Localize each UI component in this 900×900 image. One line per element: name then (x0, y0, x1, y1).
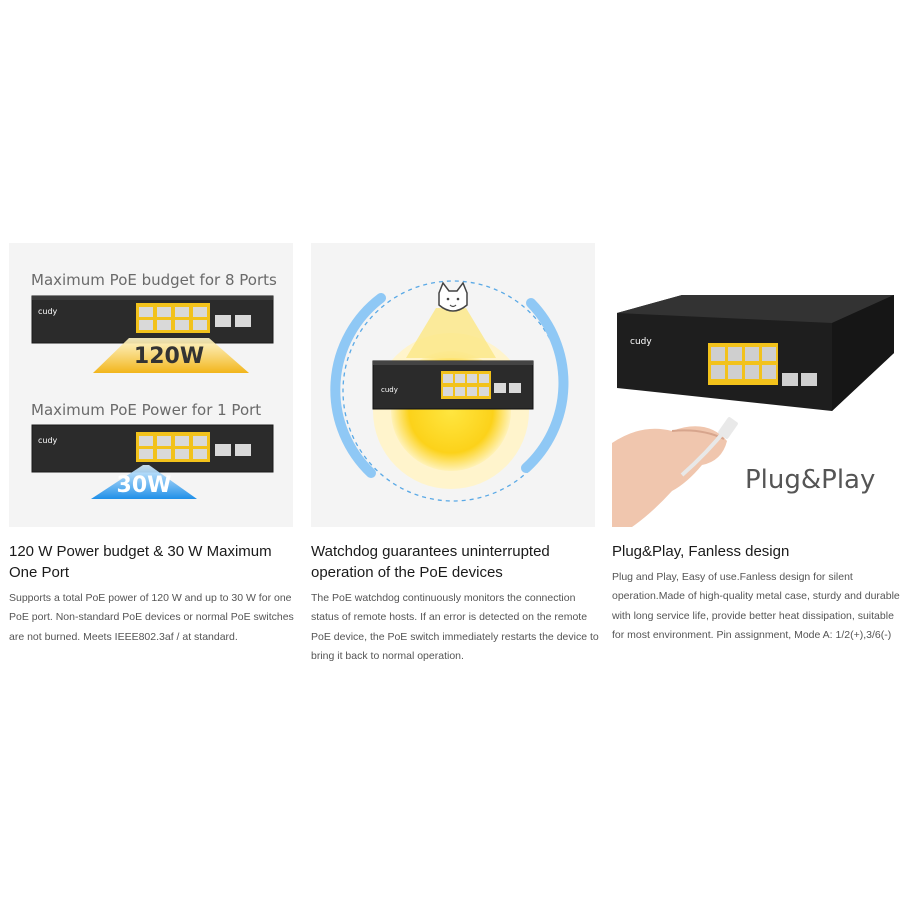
feature-plug-and-play: Plug&Play, Fanless design Plug and Play,… (612, 541, 900, 645)
feature-poe-budget: 120 W Power budget & 30 W Maximum One Po… (9, 541, 299, 647)
plug-and-play-illustration (612, 295, 894, 527)
feature-description: Plug and Play, Easy of use.Fanless desig… (612, 571, 900, 641)
brand-logo: cudy (38, 307, 58, 316)
feature-title: Plug&Play, Fanless design (612, 543, 790, 560)
switch-image (617, 295, 894, 411)
budget-8-ports-title: Maximum PoE budget for 8 Ports (31, 271, 277, 289)
brand-logo: cudy (630, 337, 652, 347)
plug-and-play-label: Plug&Play (745, 465, 876, 495)
feature-title: Watchdog guarantees uninterrupted operat… (311, 543, 550, 581)
watchdog-illustration (330, 280, 569, 502)
brand-logo-2: cudy (38, 436, 58, 445)
switch-image (372, 360, 534, 410)
feature-title: 120 W Power budget & 30 W Maximum One Po… (9, 543, 272, 581)
poe-budget-illustration (31, 295, 274, 499)
poe-budget-image: Maximum PoE budget for 8 Ports cudy 120W… (9, 243, 293, 527)
power-1-port-title: Maximum PoE Power for 1 Port (31, 401, 262, 419)
feature-watchdog: Watchdog guarantees uninterrupted operat… (311, 541, 601, 666)
feature-description: Supports a total PoE power of 120 W and … (9, 592, 294, 643)
brand-logo: cudy (381, 386, 398, 394)
switch-8port-bottom (31, 424, 274, 499)
power-1-port-value: 30W (116, 473, 172, 498)
switch-8port-top (31, 295, 274, 373)
feature-description: The PoE watchdog continuously monitors t… (311, 592, 599, 662)
watchdog-image: cudy (311, 243, 595, 527)
plug-and-play-image: cudy Plug&Play (612, 243, 896, 527)
hand-with-cable-image (612, 417, 738, 527)
watchdog-dog-icon (438, 281, 468, 312)
budget-8-ports-value: 120W (133, 344, 205, 369)
